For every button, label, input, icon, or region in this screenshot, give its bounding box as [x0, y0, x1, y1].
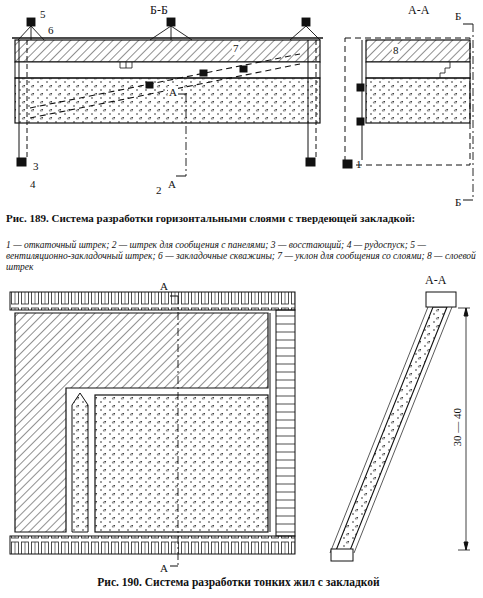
callout-number: 8	[392, 44, 400, 57]
callout-number: 1	[356, 158, 362, 171]
callout-number: 2	[156, 184, 162, 197]
section-mark: А	[160, 562, 168, 575]
callout-number: 4	[30, 178, 36, 191]
section-title: А-А	[425, 274, 446, 288]
vein-plan	[10, 292, 295, 566]
section-mark: Б	[455, 196, 461, 209]
section-mark: Б	[455, 10, 461, 23]
section-title: А-А	[408, 4, 429, 18]
figure-caption: Рис. 190. Система разработки тонких жил …	[0, 576, 480, 589]
callout-number: 6	[48, 24, 54, 37]
caption-key: 1 — откаточный штрек; 2 — штрек для сооб…	[6, 240, 478, 273]
section-bb	[12, 18, 323, 176]
callout-number: 7	[232, 42, 240, 55]
section-aa	[343, 24, 473, 200]
section-mark: А	[168, 86, 178, 99]
callout-number: 3	[33, 160, 39, 173]
section-mark: А	[160, 280, 168, 293]
callout-number: 5	[40, 8, 46, 21]
figure-caption: Рис. 189. Система разработки горизонталь…	[6, 212, 476, 225]
dimension-label: 30 — 40	[451, 408, 464, 447]
section-mark: А	[168, 178, 176, 191]
vein-section	[330, 292, 470, 561]
section-title: Б-Б	[150, 4, 168, 18]
